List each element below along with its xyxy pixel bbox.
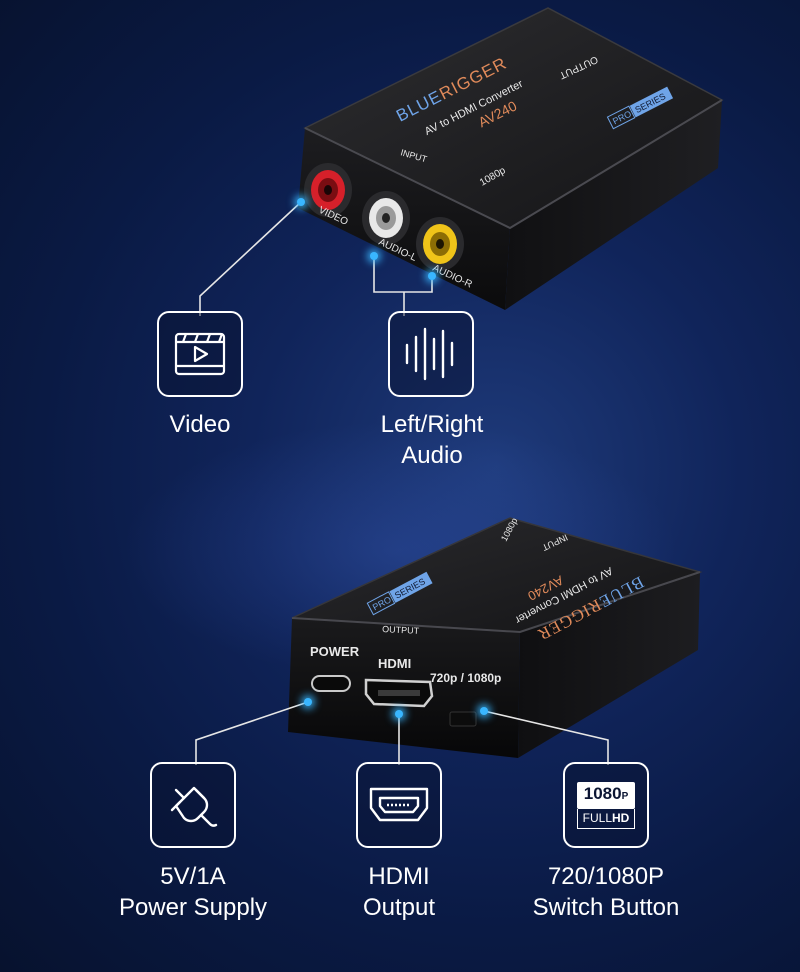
hdmi-feature-box [356, 762, 442, 848]
rca-jack-red [304, 163, 352, 217]
switch-label-line2: Switch Button [532, 894, 680, 921]
hdmi-feature-label: HDMI Output [299, 861, 499, 923]
fullhd-1080p-icon: 1080P FULLHD [577, 782, 635, 829]
video-feature-label: Video [100, 409, 300, 440]
video-play-icon [174, 332, 226, 376]
badge-1080: 1080 [583, 784, 622, 803]
top-converter-device: BLUERIGGER AV to HDMI Converter AV240 PR… [298, 7, 724, 310]
hdmi-port [364, 678, 434, 708]
switch-indicator-dot [480, 707, 488, 715]
power-label-line2: Power Supply [118, 894, 268, 921]
video-label-line1: Video [169, 411, 231, 438]
audio-l-port-indicator-dot [370, 252, 378, 260]
hdmi-port-indicator-dot [395, 710, 403, 718]
resolution-switch [449, 711, 477, 727]
audio-feature-box [388, 311, 474, 397]
video-port-indicator-dot [297, 198, 305, 206]
power-label-line1: 5V/1A [160, 863, 226, 890]
power-port-indicator-dot [304, 698, 312, 706]
switch-label-line1: 720/1080P [547, 863, 665, 890]
audio-feature-label: Left/Right Audio [332, 409, 532, 471]
hdmi-label-line2: Output [362, 894, 436, 921]
usb-c-power-port [311, 675, 351, 692]
rca-jack-yellow [416, 217, 464, 271]
badge-hd: HD [612, 811, 630, 825]
sound-wave-icon [405, 327, 454, 381]
badge-full: FULL [582, 811, 612, 825]
power-plug-icon [170, 786, 218, 827]
rca-jack-white [362, 191, 410, 245]
switch-feature-box: 1080P FULLHD [563, 762, 649, 848]
video-feature-box [157, 311, 243, 397]
hdmi-port-icon [369, 787, 429, 822]
audio-label-line1: Left/Right [380, 411, 484, 438]
switch-label: 720p / 1080p [430, 671, 501, 685]
port-label-power: POWER [310, 644, 360, 659]
bottom-converter-device: BLUERIGGER AV to HDMI Converter AV240 PR… [288, 516, 703, 758]
power-feature-box [150, 762, 236, 848]
power-feature-label: 5V/1A Power Supply [93, 861, 293, 923]
audio-r-port-indicator-dot [428, 272, 436, 280]
switch-feature-label: 720/1080P Switch Button [506, 861, 706, 923]
port-label-hdmi: HDMI [378, 656, 411, 671]
hdmi-label-line1: HDMI [368, 863, 430, 890]
audio-label-line2: Audio [401, 442, 463, 469]
bottom-output-label: OUTPUT [382, 624, 420, 636]
badge-p: P [621, 791, 629, 802]
